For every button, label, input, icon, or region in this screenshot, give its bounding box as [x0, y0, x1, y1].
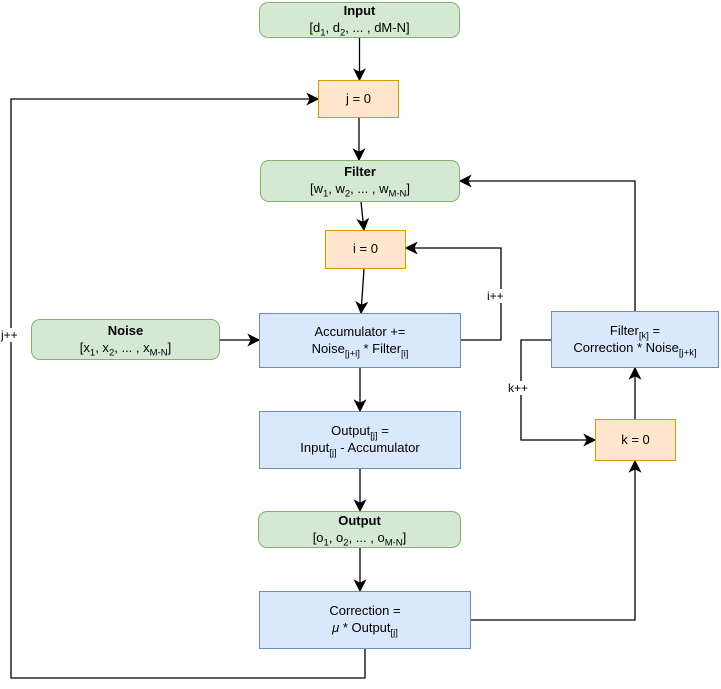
edge-filterk-to-filter: [458, 174, 636, 311]
output-j-line2: Input[j] - Accumulator: [300, 440, 420, 459]
output-j-node: Output[j] = Input[j] - Accumulator: [259, 411, 461, 469]
filter-title: Filter: [344, 164, 376, 180]
noise-title: Noise: [107, 322, 144, 338]
i-increment-label: i++: [486, 289, 505, 303]
input-values: [d1, d2, ... , dM-N]: [309, 20, 410, 39]
input-title: Input: [343, 3, 376, 19]
filter-values: [w1, w2, ... , wM-N]: [309, 181, 411, 200]
edge-jloop-correction-to-j0: [10, 92, 366, 679]
filter-k-node: Filter[k] = Correction * Noise[j+k]: [551, 311, 719, 368]
i-counter-label: i = 0: [353, 241, 378, 257]
filter-k-line1: Filter[k] =: [609, 322, 661, 342]
noise-values: [x1, x2, ... , xM-N]: [79, 339, 172, 359]
output-node: Output [o1, o2, ... , oM-N]: [258, 511, 461, 548]
i-counter-node: i = 0: [325, 230, 406, 269]
edge-correction-to-k0: [471, 459, 642, 621]
output-j-line1: Output[j] =: [331, 423, 389, 442]
input-node: Input [d1, d2, ... , dM-N]: [259, 2, 460, 38]
k-counter-node: k = 0: [595, 419, 676, 461]
output-title: Output: [338, 512, 381, 528]
edge-i0-to-accumulator: [355, 268, 369, 315]
j-increment-label: j++: [0, 328, 19, 342]
accumulator-line1: Accumulator +=: [314, 323, 406, 339]
filter-k-line2: Correction * Noise[j+k]: [573, 339, 697, 359]
j-counter-node: j = 0: [318, 80, 399, 118]
correction-line1: Correction =: [329, 603, 401, 619]
noise-node: Noise [x1, x2, ... , xM-N]: [31, 319, 220, 360]
k-increment-label: k++: [507, 381, 530, 395]
correction-line2: μ * Output[j]: [332, 620, 398, 639]
filter-node: Filter [w1, w2, ... , wM-N]: [260, 160, 460, 202]
k-counter-label: k = 0: [621, 431, 650, 447]
j-counter-label: j = 0: [346, 90, 371, 106]
accumulator-line2: Noise[j+i] * Filter[i]: [311, 340, 409, 360]
edge-filter-to-i0: [356, 201, 370, 232]
output-values: [o1, o2, ... , oM-N]: [312, 529, 407, 549]
accumulator-node: Accumulator += Noise[j+i] * Filter[i]: [259, 313, 461, 368]
correction-node: Correction = μ * Output[j]: [259, 591, 471, 649]
